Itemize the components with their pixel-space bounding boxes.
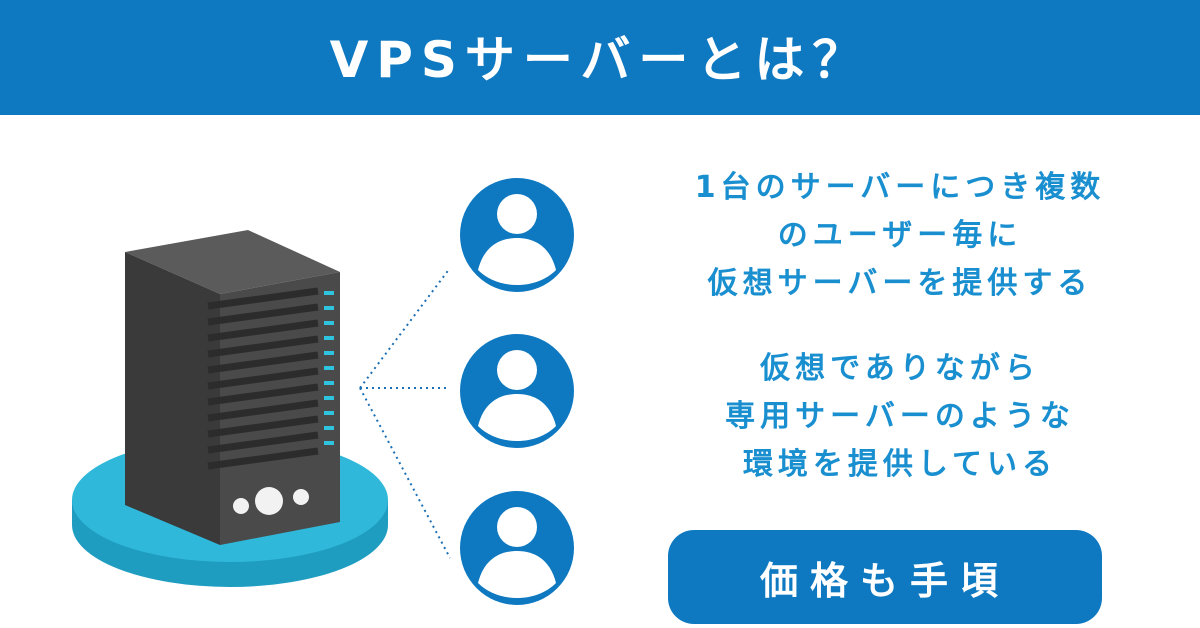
description-block-1: 1台のサーバーにつき複数 のユーザー毎に 仮想サーバーを提供する xyxy=(640,164,1160,308)
description-line: 専用サーバーのような xyxy=(725,399,1075,434)
description-line: のユーザー毎に xyxy=(777,218,1023,253)
description-block-2: 仮想でありながら 専用サーバーのような 環境を提供している xyxy=(640,345,1160,489)
price-badge-label: 価格も手頃 xyxy=(759,558,1010,603)
header-banner: VPSサーバーとは？ xyxy=(0,0,1200,115)
server-tower-icon xyxy=(125,230,340,545)
server-leds xyxy=(324,291,334,445)
user-icon xyxy=(460,334,574,448)
price-badge: 価格も手頃 xyxy=(668,530,1102,624)
server-vents xyxy=(207,287,319,470)
user-icon xyxy=(460,491,574,605)
connector-lines xyxy=(359,267,451,559)
description-line: 環境を提供している xyxy=(742,447,1058,482)
user-icon xyxy=(460,178,574,292)
server-buttons xyxy=(233,487,309,515)
description-line: 仮想サーバーを提供する xyxy=(707,266,1093,301)
description-line: 仮想でありながら xyxy=(760,351,1040,386)
description-line: 1台のサーバーにつき複数 xyxy=(694,170,1106,205)
page-title: VPSサーバーとは？ xyxy=(329,30,871,89)
